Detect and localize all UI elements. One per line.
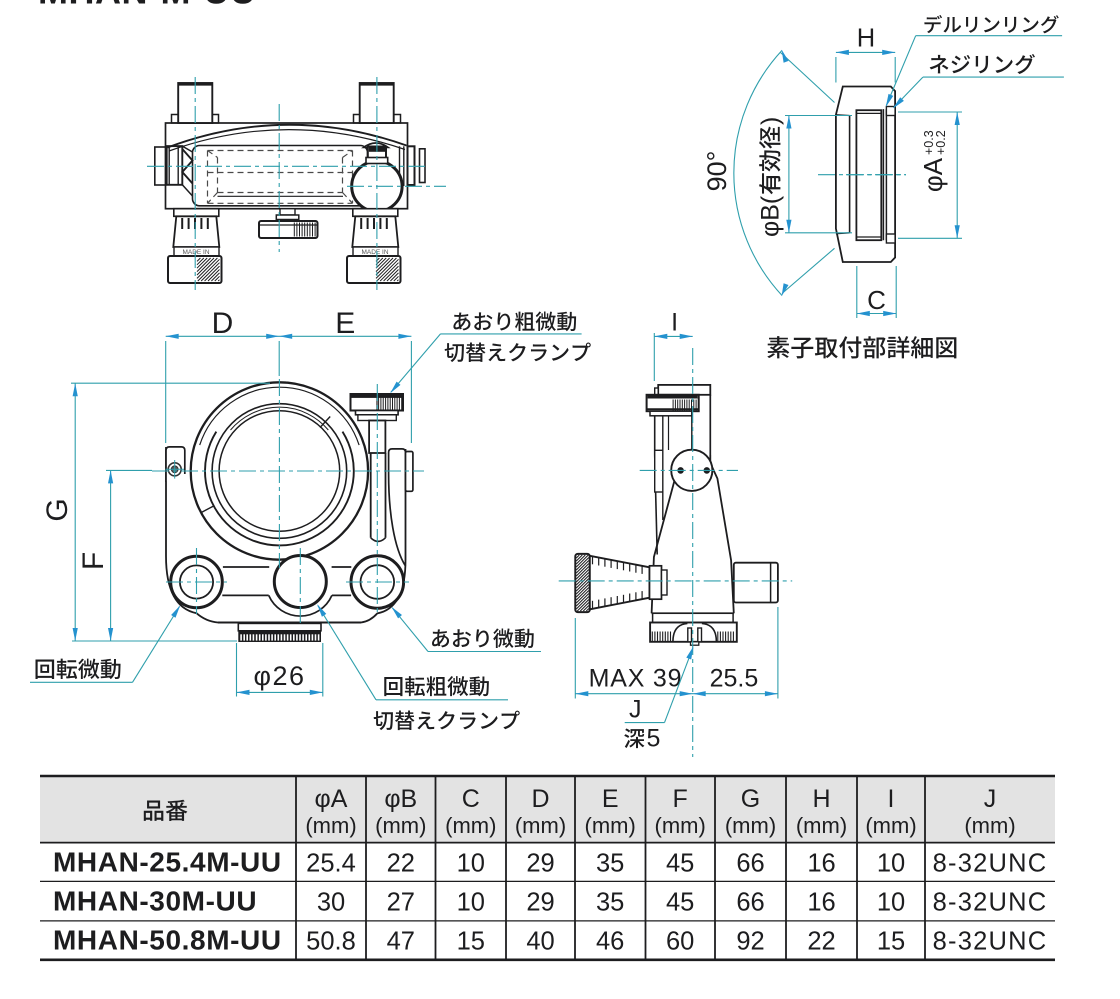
svg-text:10: 10 bbox=[877, 850, 905, 878]
svg-text:φA: φA bbox=[315, 785, 348, 813]
svg-text:60: 60 bbox=[666, 928, 694, 956]
svg-text:(mm): (mm) bbox=[445, 813, 496, 838]
svg-text:(mm): (mm) bbox=[305, 813, 356, 838]
svg-text:J: J bbox=[629, 696, 642, 724]
svg-text:J: J bbox=[984, 785, 997, 813]
svg-text:47: 47 bbox=[387, 928, 415, 956]
svg-text:45: 45 bbox=[666, 850, 694, 878]
svg-text:46: 46 bbox=[596, 928, 624, 956]
svg-text:45: 45 bbox=[666, 889, 694, 917]
svg-text:H: H bbox=[812, 785, 830, 813]
svg-text:MADE IN: MADE IN bbox=[361, 249, 388, 256]
svg-text:(mm): (mm) bbox=[515, 813, 566, 838]
svg-text:15: 15 bbox=[877, 928, 905, 956]
svg-text:(mm): (mm) bbox=[964, 813, 1015, 838]
svg-text:29: 29 bbox=[526, 850, 554, 878]
svg-text:16: 16 bbox=[807, 889, 835, 917]
svg-text:22: 22 bbox=[387, 850, 415, 878]
svg-text:25.5: 25.5 bbox=[710, 665, 759, 693]
svg-text:29: 29 bbox=[526, 889, 554, 917]
svg-text:50.8: 50.8 bbox=[306, 928, 356, 956]
svg-text:35: 35 bbox=[596, 889, 624, 917]
svg-text:8-32UNC: 8-32UNC bbox=[933, 850, 1048, 878]
svg-text:MHAN-M-UU: MHAN-M-UU bbox=[38, 0, 256, 12]
svg-text:40: 40 bbox=[526, 928, 554, 956]
svg-text:(mm): (mm) bbox=[725, 813, 776, 838]
svg-text:10: 10 bbox=[457, 889, 485, 917]
svg-text:(mm): (mm) bbox=[585, 813, 636, 838]
svg-text:(mm): (mm) bbox=[865, 813, 916, 838]
svg-text:22: 22 bbox=[807, 928, 835, 956]
svg-text:G: G bbox=[41, 498, 74, 521]
svg-text:MHAN-30M-UU: MHAN-30M-UU bbox=[53, 886, 257, 917]
svg-text:φA: φA bbox=[918, 157, 948, 192]
svg-text:MHAN-50.8M-UU: MHAN-50.8M-UU bbox=[53, 925, 282, 956]
svg-text:27: 27 bbox=[387, 889, 415, 917]
svg-text:φB(: φB( bbox=[757, 195, 785, 237]
svg-text:MAX 39: MAX 39 bbox=[589, 665, 683, 693]
svg-text:92: 92 bbox=[736, 928, 764, 956]
svg-text:): ) bbox=[757, 117, 785, 125]
svg-text:I: I bbox=[671, 309, 678, 337]
svg-text:90°: 90° bbox=[702, 151, 732, 192]
svg-text:16: 16 bbox=[807, 850, 835, 878]
svg-text:+0.2: +0.2 bbox=[934, 130, 948, 155]
svg-text:8-32UNC: 8-32UNC bbox=[933, 928, 1048, 956]
svg-text:66: 66 bbox=[736, 889, 764, 917]
svg-text:10: 10 bbox=[457, 850, 485, 878]
svg-text:MHAN-25.4M-UU: MHAN-25.4M-UU bbox=[53, 847, 282, 878]
svg-text:E: E bbox=[335, 307, 355, 340]
svg-text:30: 30 bbox=[317, 889, 345, 917]
svg-text:D: D bbox=[531, 785, 549, 813]
svg-text:(mm): (mm) bbox=[375, 813, 426, 838]
svg-text:C: C bbox=[867, 285, 886, 315]
svg-text:I: I bbox=[888, 785, 895, 813]
svg-text:35: 35 bbox=[596, 850, 624, 878]
svg-text:10: 10 bbox=[877, 889, 905, 917]
svg-text:66: 66 bbox=[736, 850, 764, 878]
svg-text:D: D bbox=[212, 307, 234, 340]
svg-text:(mm): (mm) bbox=[655, 813, 706, 838]
svg-text:φB: φB bbox=[384, 785, 417, 813]
svg-text:φ26: φ26 bbox=[253, 661, 305, 691]
svg-text:15: 15 bbox=[457, 928, 485, 956]
svg-text:E: E bbox=[602, 785, 619, 813]
svg-text:G: G bbox=[741, 785, 760, 813]
svg-text:25.4: 25.4 bbox=[306, 850, 356, 878]
svg-text:(mm): (mm) bbox=[796, 813, 847, 838]
svg-text:F: F bbox=[77, 552, 110, 570]
svg-text:+0.3: +0.3 bbox=[922, 130, 936, 155]
svg-text:F: F bbox=[673, 785, 688, 813]
svg-text:MADE IN: MADE IN bbox=[182, 249, 209, 256]
svg-text:C: C bbox=[462, 785, 480, 813]
svg-text:8-32UNC: 8-32UNC bbox=[933, 889, 1048, 917]
svg-text:5: 5 bbox=[647, 724, 661, 752]
svg-text:H: H bbox=[857, 25, 875, 53]
